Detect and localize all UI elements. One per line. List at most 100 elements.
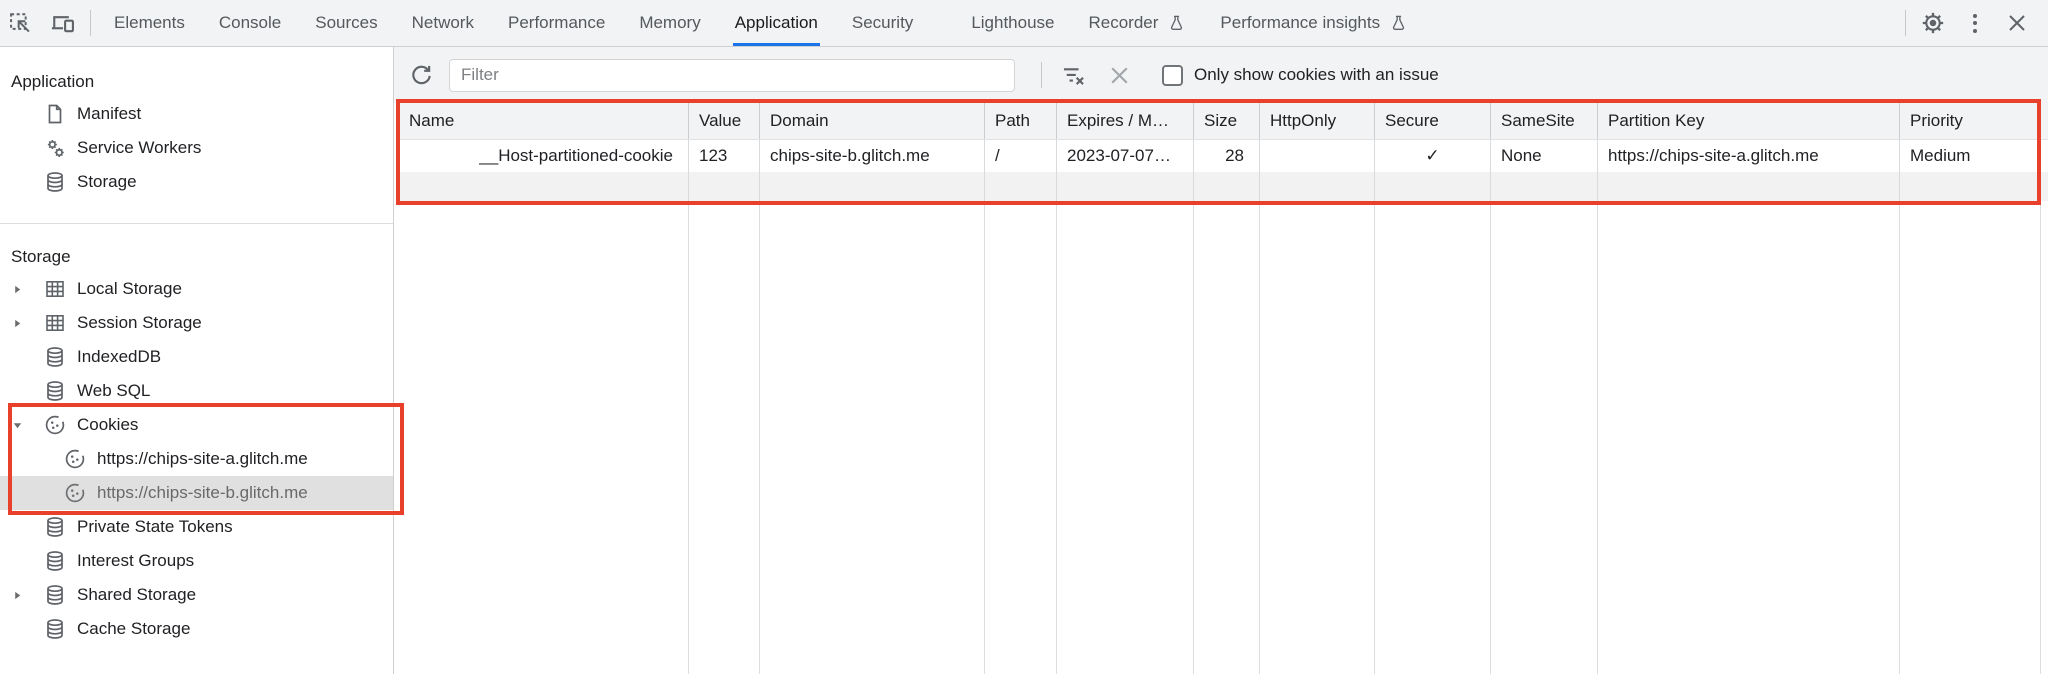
sidebar-item-cache-storage[interactable]: Cache Storage	[0, 612, 393, 646]
cell-samesite: None	[1491, 140, 1598, 172]
chevron-down-icon[interactable]	[12, 420, 40, 431]
tab-network[interactable]: Network	[411, 13, 474, 32]
clear-filter-icon	[1060, 62, 1087, 89]
chevron-right-icon[interactable]	[12, 284, 40, 295]
gears-icon	[40, 136, 70, 161]
tab-recorder[interactable]: Recorder	[1072, 0, 1204, 46]
panel-tabs: Elements Console Sources Network Perform…	[97, 0, 1425, 46]
column-header-size[interactable]: Size	[1194, 103, 1260, 139]
database-icon	[40, 515, 70, 539]
toolbar-divider	[90, 10, 91, 36]
tab-elements[interactable]: Elements	[114, 13, 185, 32]
column-header-partition-key[interactable]: Partition Key	[1598, 103, 1900, 139]
clear-x-icon	[1107, 63, 1132, 88]
experiment-flask-icon	[1389, 14, 1408, 33]
sidebar-item-local-storage[interactable]: Local Storage	[0, 272, 393, 306]
cell-httponly	[1260, 140, 1375, 172]
cell-domain: chips-site-b.glitch.me	[760, 140, 985, 172]
chevron-right-icon[interactable]	[12, 318, 40, 329]
delete-all-button[interactable]	[1102, 58, 1136, 92]
cookies-toolbar: Only show cookies with an issue	[394, 47, 2048, 103]
cookie-icon	[40, 413, 70, 437]
chevron-right-icon[interactable]	[12, 590, 40, 601]
refresh-button[interactable]	[403, 57, 439, 93]
experiment-flask-icon	[1167, 14, 1186, 33]
kebab-menu-icon	[1973, 13, 1977, 33]
cookie-row[interactable]: __Host-partitioned-cookie 123 chips-site…	[399, 140, 2048, 172]
sidebar-item-service-workers[interactable]: Service Workers	[0, 131, 393, 165]
inspect-cursor-icon	[7, 9, 35, 37]
sidebar-item-storage[interactable]: Storage	[0, 165, 393, 199]
table-grid-icon	[40, 311, 70, 335]
database-icon	[40, 345, 70, 369]
application-sidebar: Application Manifest Service Work	[0, 47, 394, 674]
sidebar-item-shared-storage[interactable]: Shared Storage	[0, 578, 393, 612]
tab-memory[interactable]: Memory	[639, 13, 701, 32]
table-column-gridlines	[399, 103, 2041, 674]
empty-stripe-row	[399, 172, 2048, 201]
cell-secure-checkmark: ✓	[1375, 140, 1491, 172]
table-grid-icon	[40, 277, 70, 301]
clear-filter-button[interactable]	[1056, 58, 1090, 92]
tab-performance[interactable]: Performance	[507, 13, 606, 32]
cell-priority: Medium	[1900, 140, 2041, 172]
cell-name: __Host-partitioned-cookie	[399, 140, 689, 172]
sidebar-section-application: Application	[11, 72, 95, 91]
only-issues-label: Only show cookies with an issue	[1194, 65, 1439, 84]
close-icon	[2005, 11, 2029, 35]
cell-value: 123	[689, 140, 760, 172]
cell-size: 28	[1194, 140, 1260, 172]
file-icon	[40, 102, 70, 126]
database-icon	[40, 379, 70, 403]
sidebar-item-session-storage[interactable]: Session Storage	[0, 306, 393, 340]
tab-application[interactable]: Application	[718, 0, 835, 46]
database-icon	[40, 583, 70, 607]
inspect-element-button[interactable]	[0, 0, 42, 46]
column-header-secure[interactable]: Secure	[1375, 103, 1491, 139]
settings-button[interactable]	[1912, 0, 1954, 46]
sidebar-item-indexeddb[interactable]: IndexedDB	[0, 340, 393, 374]
cookie-icon	[60, 447, 90, 471]
tab-console[interactable]: Console	[218, 13, 282, 32]
sidebar-section-storage: Storage	[11, 247, 71, 266]
cell-expires: 2023-07-07…	[1057, 140, 1194, 172]
cookies-table: Name Value Domain Path Expires / M… Size…	[394, 103, 2048, 674]
column-header-expires[interactable]: Expires / M…	[1057, 103, 1194, 139]
sidebar-item-cookies[interactable]: Cookies	[0, 408, 393, 442]
toolbar-divider	[1905, 10, 1906, 36]
column-header-samesite[interactable]: SameSite	[1491, 103, 1598, 139]
filter-input[interactable]	[449, 58, 1015, 92]
cookie-icon	[60, 481, 90, 505]
cell-partition-key: https://chips-site-a.glitch.me	[1598, 140, 1900, 172]
tab-lighthouse[interactable]: Lighthouse	[971, 13, 1055, 32]
column-header-priority[interactable]: Priority	[1900, 103, 2041, 139]
cell-path: /	[985, 140, 1057, 172]
column-header-domain[interactable]: Domain	[760, 103, 985, 139]
tab-sources[interactable]: Sources	[315, 13, 378, 32]
only-issues-checkbox[interactable]	[1162, 64, 1183, 86]
more-options-button[interactable]	[1954, 0, 1996, 46]
refresh-icon	[408, 62, 435, 89]
devtools-tabbar: Elements Console Sources Network Perform…	[0, 0, 2048, 47]
sidebar-divider	[0, 223, 393, 224]
column-header-path[interactable]: Path	[985, 103, 1057, 139]
toolbar-divider	[1041, 62, 1042, 88]
table-header-row: Name Value Domain Path Expires / M… Size…	[399, 103, 2048, 140]
tab-performance-insights[interactable]: Performance insights	[1203, 0, 1425, 46]
sidebar-item-web-sql[interactable]: Web SQL	[0, 374, 393, 408]
column-header-name[interactable]: Name	[399, 103, 689, 139]
sidebar-item-private-state-tokens[interactable]: Private State Tokens	[0, 510, 393, 544]
tab-security[interactable]: Security	[851, 13, 914, 32]
cookies-panel: Only show cookies with an issue Name Val…	[394, 47, 2048, 674]
column-header-value[interactable]: Value	[689, 103, 760, 139]
close-devtools-button[interactable]	[1996, 0, 2038, 46]
sidebar-item-manifest[interactable]: Manifest	[0, 97, 393, 131]
database-icon	[40, 617, 70, 641]
device-toolbar-icon	[49, 9, 77, 37]
device-toolbar-button[interactable]	[42, 0, 84, 46]
sidebar-item-cookies-chips-site-b[interactable]: https://chips-site-b.glitch.me	[0, 476, 393, 510]
gear-icon	[1920, 10, 1946, 36]
sidebar-item-cookies-chips-site-a[interactable]: https://chips-site-a.glitch.me	[0, 442, 393, 476]
column-header-httponly[interactable]: HttpOnly	[1260, 103, 1375, 139]
sidebar-item-interest-groups[interactable]: Interest Groups	[0, 544, 393, 578]
